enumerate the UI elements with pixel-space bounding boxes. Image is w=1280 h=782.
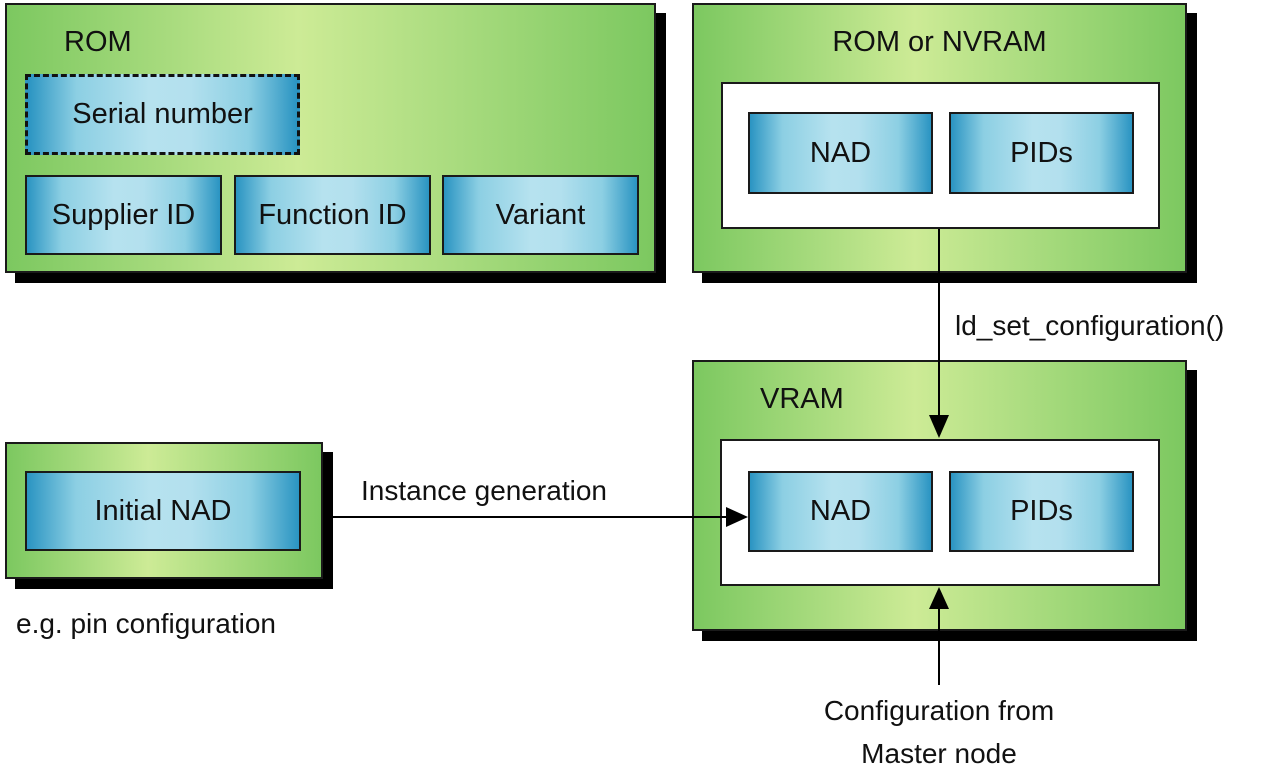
- vram-nad-field: NAD: [748, 471, 933, 552]
- variant-field: Variant: [442, 175, 639, 255]
- instance-generation-label: Instance generation: [361, 475, 607, 506]
- nvram-nad-field: NAD: [748, 112, 933, 194]
- function-id-field: Function ID: [234, 175, 431, 255]
- nvram-pids-field: PIDs: [949, 112, 1134, 194]
- set-configuration-label: ld_set_configuration(): [955, 310, 1225, 341]
- supplier-id-field: Supplier ID: [25, 175, 222, 255]
- instance-generation-arrowhead: [726, 507, 748, 527]
- vram-block-title: VRAM: [760, 383, 844, 415]
- master-config-label-line2: Master node: [861, 738, 1017, 769]
- vram-pids-field: PIDs: [949, 471, 1134, 552]
- rom-block-title: ROM: [64, 26, 132, 58]
- set-configuration-arrowhead: [929, 415, 949, 438]
- master-config-arrowhead: [929, 587, 949, 609]
- serial-number-field: Serial number: [25, 74, 300, 155]
- nvram-block-title: ROM or NVRAM: [832, 26, 1047, 58]
- pin-configuration-caption: e.g. pin configuration: [16, 608, 276, 639]
- initial-nad-field: Initial NAD: [25, 471, 301, 551]
- master-config-label-line1: Configuration from: [823, 695, 1055, 726]
